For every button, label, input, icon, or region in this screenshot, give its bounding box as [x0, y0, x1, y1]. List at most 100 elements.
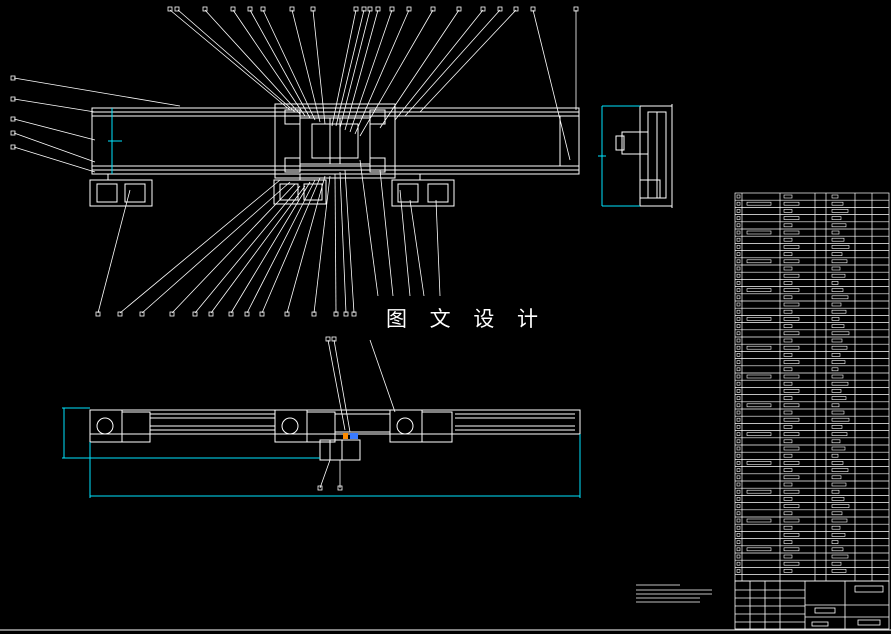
table-index-mark [736, 547, 741, 552]
table-cell-mark [783, 374, 800, 379]
table-cell-mark [783, 360, 800, 364]
table-cell-mark [831, 266, 841, 271]
table-cell-mark [783, 230, 800, 235]
table-cell-mark [831, 338, 843, 343]
table-cell-mark [831, 281, 839, 285]
table-cell-mark [783, 417, 800, 422]
table-cell-mark [783, 525, 793, 530]
table-index-mark [736, 237, 741, 242]
table-cell-mark [831, 554, 849, 559]
table-cell-mark [746, 259, 772, 264]
table-cell-mark [783, 245, 800, 249]
table-cell-mark [746, 288, 772, 292]
table-index-mark [736, 374, 741, 379]
table-cell-mark [783, 259, 800, 264]
table-cell-mark [783, 504, 800, 508]
table-cell-mark [831, 547, 844, 552]
table-index-mark [736, 461, 741, 465]
table-cell-mark [831, 453, 839, 458]
leader-lines-top [13, 9, 577, 173]
table-cell-mark [831, 273, 846, 278]
balloon-markers-top [10, 6, 579, 150]
table-index-mark [736, 381, 741, 386]
table-index-mark [736, 475, 741, 480]
table-cell-mark [783, 569, 793, 573]
table-cell-mark [783, 518, 800, 523]
table-index-mark [736, 302, 741, 307]
table-index-mark [736, 511, 741, 516]
table-cell-mark [831, 324, 845, 328]
table-cell-mark [783, 309, 793, 314]
table-cell-mark [783, 511, 793, 516]
table-cell-mark [831, 561, 842, 566]
table-index-mark [736, 489, 741, 494]
table-cell-mark [746, 547, 772, 552]
table-cell-mark [783, 194, 793, 199]
table-cell-mark [831, 245, 850, 249]
table-cell-mark [831, 489, 840, 494]
table-cell-mark [783, 403, 800, 408]
table-index-mark [736, 295, 741, 300]
table-cell-mark [831, 194, 839, 199]
table-cell-mark [831, 518, 848, 523]
table-index-mark [736, 353, 741, 357]
table-index-mark [736, 230, 741, 235]
table-index-mark [736, 201, 741, 206]
table-cell-mark [783, 561, 800, 566]
table-cell-mark [783, 381, 793, 386]
table-cell-mark [831, 237, 845, 242]
table-cell-mark [783, 446, 800, 451]
table-cell-mark [831, 345, 848, 350]
table-index-mark [736, 410, 741, 415]
table-cell-mark [831, 497, 845, 501]
table-cell-mark [831, 425, 843, 429]
watermark-text: 图 文 设 计 [386, 307, 547, 331]
table-index-mark [736, 216, 741, 220]
table-index-mark [736, 396, 741, 400]
table-cell-mark [831, 446, 846, 451]
table-cell-mark [783, 201, 800, 206]
table-cell-mark [783, 273, 800, 278]
table-cell-mark [831, 540, 839, 544]
table-cell-mark [831, 396, 847, 400]
table-index-mark [736, 554, 741, 559]
table-cell-mark [831, 475, 842, 480]
table-cell-mark [831, 439, 841, 444]
table-cell-mark [831, 230, 840, 235]
table-cell-mark [783, 216, 800, 220]
table-index-mark [736, 209, 741, 213]
table-cell-mark [831, 482, 847, 487]
table-cell-mark [831, 209, 849, 213]
table-index-mark [736, 525, 741, 530]
front-view-dimensions [62, 407, 581, 498]
table-cell-mark [831, 223, 847, 228]
front-view-leaders [317, 336, 396, 491]
table-cell-mark [783, 439, 793, 444]
title-block [734, 580, 890, 630]
table-index-mark [736, 223, 741, 228]
table-cell-mark [783, 468, 793, 472]
table-cell-mark [831, 216, 842, 220]
table-index-mark [736, 245, 741, 249]
table-cell-mark [746, 403, 772, 408]
table-index-mark [736, 540, 741, 544]
table-index-mark [736, 417, 741, 422]
table-cell-mark [783, 367, 793, 372]
table-cell-mark [783, 482, 793, 487]
table-cell-mark [746, 432, 772, 436]
table-cell-mark [783, 317, 800, 321]
balloon-markers-bottom [95, 311, 357, 317]
table-index-mark [736, 360, 741, 364]
table-cell-mark [831, 302, 842, 307]
table-cell-mark [783, 302, 800, 307]
table-cell-mark [783, 547, 800, 552]
table-cell-mark [783, 209, 793, 213]
table-cell-mark [746, 317, 772, 321]
table-index-mark [736, 482, 741, 487]
table-cell-mark [783, 540, 793, 544]
table-index-mark [736, 439, 741, 444]
table-index-mark [736, 338, 741, 343]
table-index-mark [736, 569, 741, 573]
table-cell-mark [831, 417, 850, 422]
table-cell-mark [831, 252, 843, 256]
